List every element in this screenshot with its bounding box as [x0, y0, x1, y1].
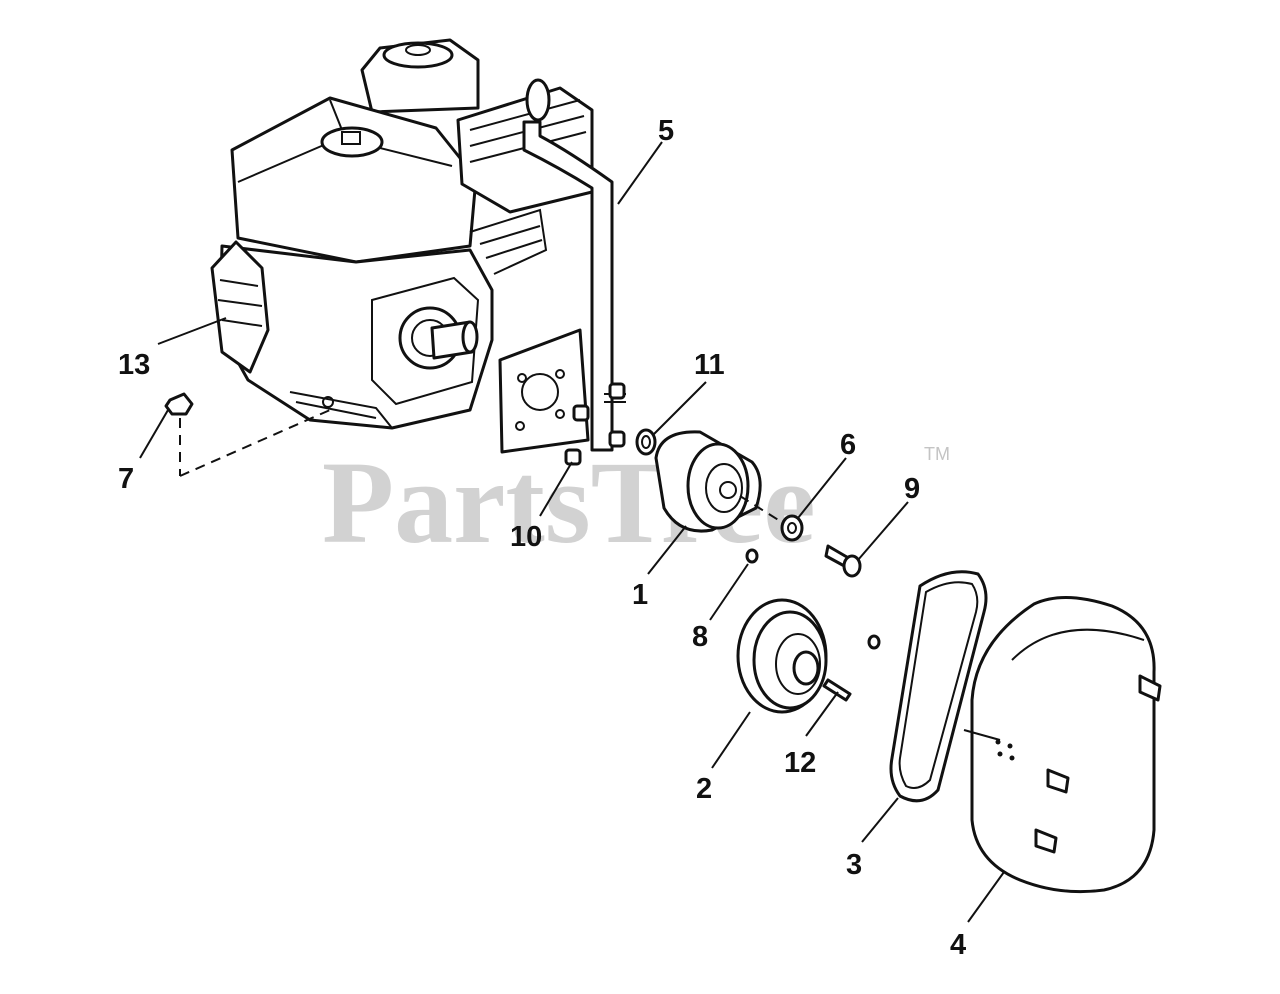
belt-part-3[interactable] — [889, 570, 988, 803]
clutch-part-1[interactable] — [654, 430, 762, 533]
nut-part-7[interactable] — [164, 392, 331, 477]
washer-part-6[interactable] — [780, 514, 804, 542]
callout-labels: 5 13 7 11 10 6 9 1 8 2 12 3 4 — [118, 115, 966, 961]
callout-7: 7 — [118, 463, 134, 495]
belt-guard-part-4[interactable] — [963, 596, 1162, 894]
spacer-part-11[interactable] — [635, 428, 657, 456]
callout-2: 2 — [696, 773, 712, 805]
bolts-part-10[interactable] — [564, 382, 626, 466]
callout-12: 12 — [784, 747, 816, 779]
callout-4: 4 — [950, 929, 966, 961]
key-part-12[interactable] — [822, 634, 881, 702]
watermark-trademark: TM — [924, 444, 950, 464]
pulley-part-2[interactable] — [736, 598, 828, 714]
callout-5: 5 — [658, 115, 674, 147]
callout-13: 13 — [118, 349, 150, 381]
callout-11: 11 — [694, 349, 725, 381]
callout-10: 10 — [510, 521, 542, 553]
callout-1: 1 — [632, 579, 648, 611]
callout-8: 8 — [692, 621, 708, 653]
callout-9: 9 — [904, 473, 920, 505]
callout-3: 3 — [846, 849, 862, 881]
callout-6: 6 — [840, 429, 856, 461]
set-screw-part-8[interactable] — [745, 548, 759, 564]
bolt-part-9[interactable] — [824, 544, 862, 578]
handle-bracket-part-5[interactable] — [498, 120, 614, 454]
leader-lines — [139, 141, 1005, 923]
